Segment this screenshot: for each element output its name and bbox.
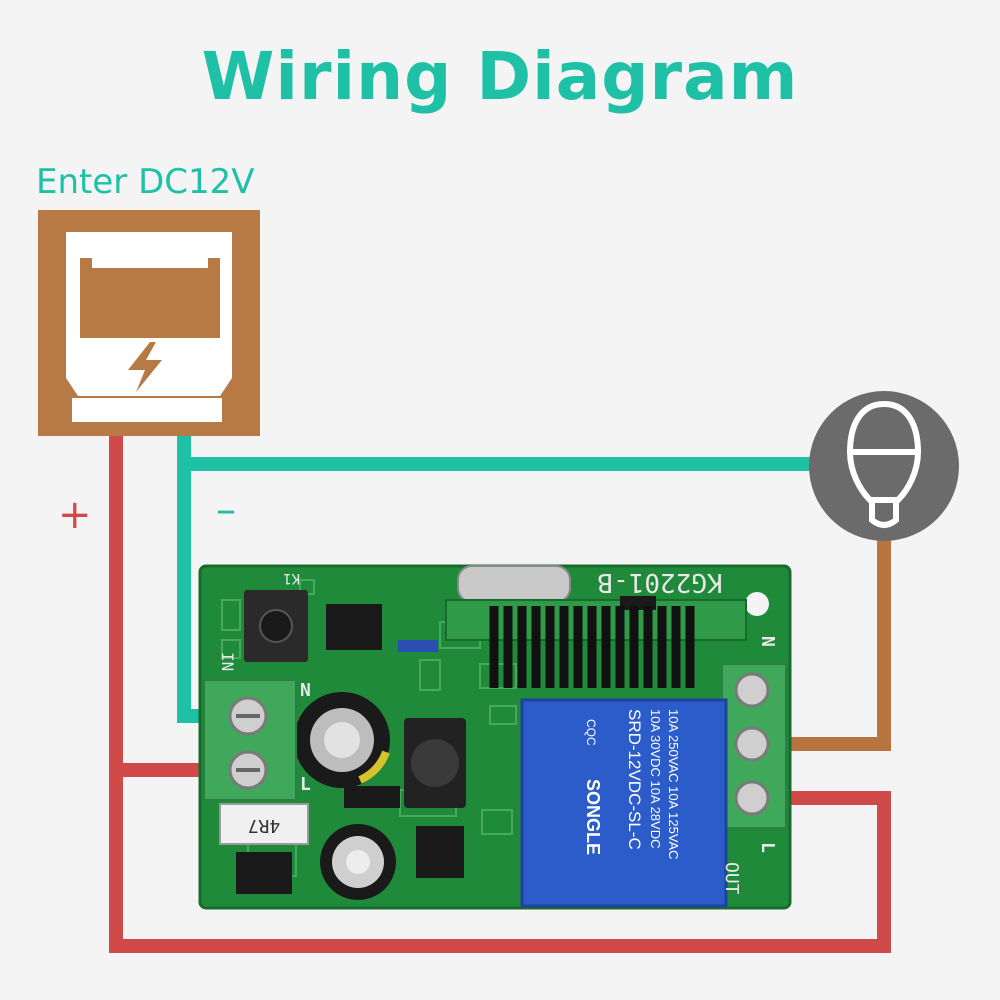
out-l-label: L bbox=[757, 842, 778, 853]
diagram-title: Wiring Diagram bbox=[201, 38, 799, 115]
lightning-icon bbox=[128, 342, 162, 392]
power-input-label: Enter DC12V bbox=[36, 162, 255, 202]
output-terminal-block bbox=[721, 663, 787, 829]
relay-cqc: CQC bbox=[584, 719, 598, 746]
in-n-label: N bbox=[300, 680, 311, 701]
k1-label: K1 bbox=[283, 570, 300, 586]
relay-spec-line-3: SRD-12VDC-SL-C bbox=[625, 709, 644, 850]
load-wire bbox=[752, 520, 891, 751]
capacitor-large bbox=[294, 692, 390, 788]
relay-brand: SONGLE bbox=[583, 779, 603, 855]
relay-module-board: 4R7 bbox=[198, 564, 792, 910]
out-n-label: N bbox=[757, 636, 778, 647]
light-bulb-icon bbox=[809, 391, 959, 541]
input-terminal-block bbox=[203, 679, 297, 801]
out-label: OUT bbox=[721, 862, 742, 895]
relay-spec-line-2: 10A 30VDC 10A 28VDC bbox=[648, 709, 663, 848]
power-supply-icon bbox=[38, 210, 260, 436]
antenna-coil bbox=[489, 606, 695, 688]
capacitor-small bbox=[320, 824, 396, 900]
relay-spec-line-1: 10A 250VAC 10A 125VAC bbox=[666, 709, 681, 860]
inductor-label: 4R7 bbox=[248, 815, 281, 836]
in-l-label: L bbox=[300, 774, 311, 795]
negative-sign: – bbox=[216, 487, 236, 533]
relay: 10A 250VAC 10A 125VAC 10A 30VDC 10A 28VD… bbox=[520, 698, 728, 908]
positive-sign: + bbox=[58, 492, 92, 538]
in-label: IN bbox=[218, 652, 237, 671]
board-model: KG2201-B bbox=[597, 567, 722, 597]
